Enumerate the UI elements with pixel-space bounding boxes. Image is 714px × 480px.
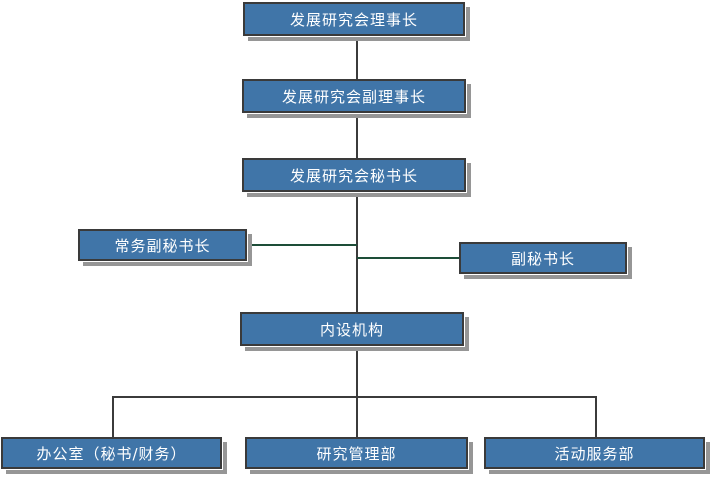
branch-drop-office: [112, 396, 114, 437]
branch-drop-activity: [595, 396, 597, 437]
branch-drop-research: [356, 396, 358, 437]
org-node-internal-organs: 内设机构: [240, 312, 464, 346]
org-node-label: 研究管理部: [316, 444, 397, 463]
org-node-label: 发展研究会副理事长: [281, 87, 426, 106]
connector-exec-deputy-sg: [247, 244, 357, 246]
org-node-executive-deputy-secretary-general: 常务副秘书长: [78, 229, 247, 261]
org-node-research-management-dept: 研究管理部: [245, 437, 468, 469]
org-node-label: 办公室（秘书/财务）: [36, 444, 187, 463]
connector-secretary-internal: [356, 192, 358, 312]
connector-chairman-vice: [356, 36, 358, 79]
connector-vice-secretary: [356, 113, 358, 158]
org-node-office: 办公室（秘书/财务）: [1, 437, 222, 469]
org-node-label: 发展研究会理事长: [289, 10, 418, 29]
org-node-deputy-secretary-general: 副秘书长: [459, 242, 627, 274]
connector-deputy-sg: [357, 257, 459, 259]
org-node-label: 内设机构: [319, 320, 384, 339]
org-node-label: 活动服务部: [554, 444, 635, 463]
org-node-label: 常务副秘书长: [114, 236, 211, 255]
org-node-vice-chairman: 发展研究会副理事长: [242, 79, 466, 113]
org-node-label: 发展研究会秘书长: [289, 166, 418, 185]
branch-horizontal: [112, 396, 597, 398]
org-node-activity-service-dept: 活动服务部: [484, 437, 705, 469]
connector-internal-branch: [356, 346, 358, 397]
org-node-label: 副秘书长: [510, 249, 575, 268]
org-node-secretary-general: 发展研究会秘书长: [242, 158, 466, 192]
org-node-chairman: 发展研究会理事长: [243, 2, 465, 36]
